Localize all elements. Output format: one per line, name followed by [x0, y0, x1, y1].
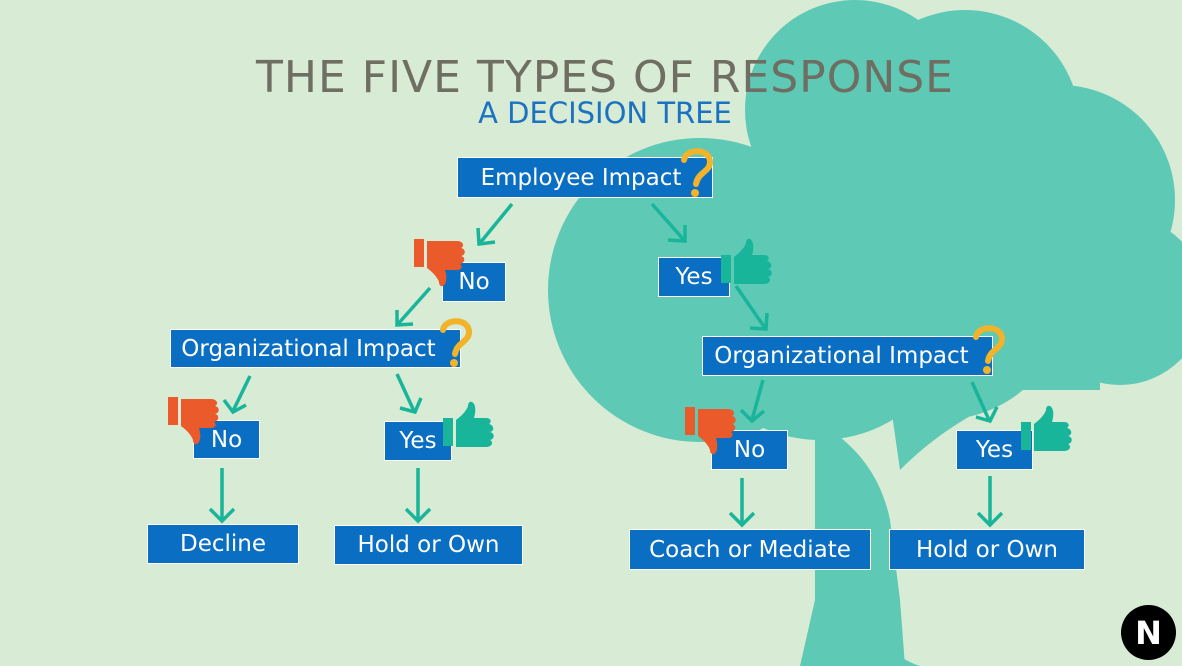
question-mark-icon	[437, 316, 475, 368]
node-coach-or-mediate: Coach or Mediate	[629, 529, 871, 570]
node-org-impact-right: Organizational Impact	[702, 336, 993, 376]
thumbs-down-icon	[684, 406, 740, 458]
question-mark-icon	[678, 146, 716, 198]
thumbs-down-icon	[413, 238, 469, 290]
node-hold-or-own-left: Hold or Own	[334, 525, 523, 565]
node-employee-impact: Employee Impact	[457, 157, 713, 198]
node-hold-or-own-right: Hold or Own	[889, 529, 1085, 570]
thumbs-up-icon	[1020, 402, 1076, 454]
question-mark-icon	[970, 323, 1008, 375]
page-subtitle: A DECISION TREE	[0, 96, 1182, 130]
node-decline: Decline	[147, 524, 299, 564]
thumbs-down-icon	[167, 396, 223, 448]
brand-logo: N	[1121, 605, 1176, 660]
thumbs-up-icon	[720, 235, 776, 287]
node-org-impact-left: Organizational Impact	[170, 329, 461, 368]
thumbs-up-icon	[442, 398, 498, 450]
